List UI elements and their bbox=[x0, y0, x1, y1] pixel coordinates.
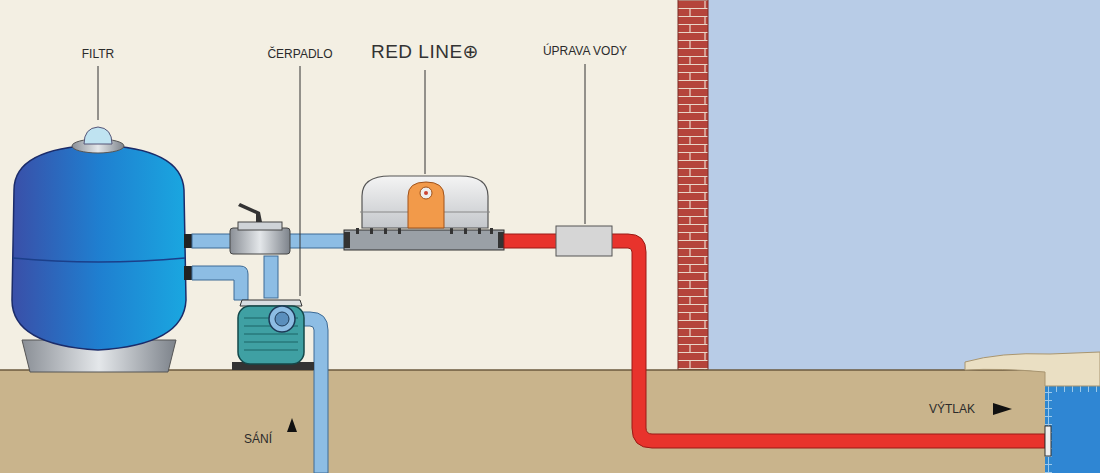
heater-label: RED LINE⊕ bbox=[371, 42, 479, 63]
pump-label: ČERPADLO bbox=[267, 48, 332, 61]
filter-label: FILTR bbox=[82, 48, 114, 61]
suction-label: SÁNÍ bbox=[244, 433, 272, 446]
treatment-label: ÚPRAVA VODY bbox=[543, 45, 627, 58]
discharge-label: VÝTLAK bbox=[929, 403, 975, 416]
